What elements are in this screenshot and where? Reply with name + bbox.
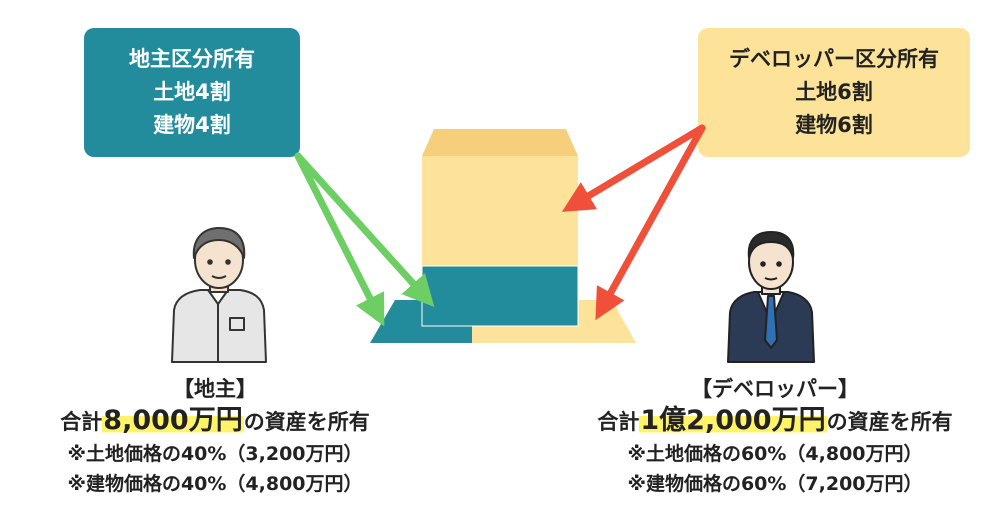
building-landowner-floors [421,265,579,327]
building-developer-floors [422,156,578,266]
building [421,129,579,327]
developer-box-line-1: デベロッパー区分所有 [729,47,939,71]
landowner-total-prefix: 合計 [60,410,103,434]
landowner-box-line-2: 土地4割 [153,80,231,104]
developer-building-share: ※建物価格の60%（7,200万円） [627,473,923,495]
building-roof [422,129,578,156]
landowner-total-suffix: の資産を所有 [243,410,370,434]
landowner-ownership-box: 地主区分所有 土地4割 建物4割 [84,28,300,157]
developer-total-amount: 1億2,000万円 [639,405,827,436]
landowner-land-share: ※土地価格の40%（3,200万円） [67,443,363,465]
developer-total-suffix: の資産を所有 [826,410,953,434]
landowner-building-share: ※建物価格の40%（4,800万円） [67,473,363,495]
developer-box-line-2: 土地6割 [795,80,873,104]
developer-ownership-box: デベロッパー区分所有 土地6割 建物6割 [698,28,970,157]
developer-caption-title: 【デベロッパー】 [691,377,859,401]
developer-caption: 【デベロッパー】 合計1億2,000万円の資産を所有 ※土地価格の60%（4,8… [570,374,980,499]
developer-person-icon [727,231,815,363]
landowner-box-line-3: 建物4割 [153,113,231,137]
developer-total-prefix: 合計 [597,410,640,434]
landowner-arrow-to-building [294,152,435,308]
developer-arrow-to-land [595,124,706,321]
landowner-caption-title: 【地主】 [173,377,257,401]
developer-total-line: 合計1億2,000万円の資産を所有 [570,404,980,439]
landowner-total-line: 合計8,000万円の資産を所有 [20,404,410,439]
developer-box-line-3: 建物6割 [795,113,873,137]
landowner-person-icon [171,227,267,363]
developer-arrow-to-building [561,124,706,212]
landowner-box-line-1: 地主区分所有 [129,47,255,71]
landowner-total-amount: 8,000万円 [102,405,244,436]
developer-land-share: ※土地価格の60%（4,800万円） [627,443,923,465]
landowner-arrow-to-land [294,152,385,327]
landowner-caption: 【地主】 合計8,000万円の資産を所有 ※土地価格の40%（3,200万円） … [20,374,410,499]
